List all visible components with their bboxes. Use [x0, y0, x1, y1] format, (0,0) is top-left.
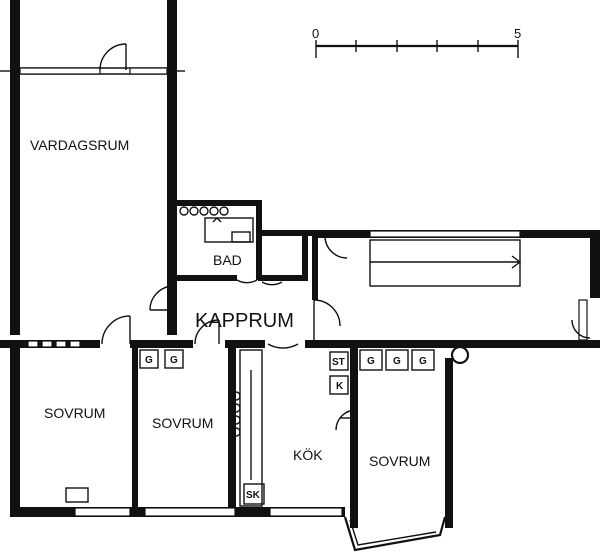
room-label-sovrum-3: SOVRUM — [369, 453, 430, 469]
walls — [0, 0, 600, 528]
fixture-kylskap: K — [336, 381, 344, 392]
doors — [99, 43, 591, 431]
scale-bar: 0 5 — [312, 26, 521, 58]
fixture-garderob-1: G — [145, 355, 153, 366]
room-label-vardagsrum: VARDAGSRUM — [30, 137, 129, 153]
long-room-bench — [369, 239, 522, 287]
room-label-bad: BAD — [213, 252, 242, 268]
scale-label-start: 0 — [312, 26, 319, 41]
radiator-vardagsrum — [27, 340, 81, 348]
fixture-garderob-3: G — [367, 356, 375, 367]
room-label-sovrum-2: SOVRUM — [152, 415, 213, 431]
fixture-garderob-4: G — [393, 356, 401, 367]
room-label-sovrum-1: SOVRUM — [44, 405, 105, 421]
fixture-symbols: G G ST K G G G SK — [139, 349, 435, 505]
misc-fixtures — [65, 345, 470, 552]
room-label-kok: KÖK — [293, 446, 323, 463]
bathroom-fixtures — [179, 206, 254, 243]
fixture-skafferi: SK — [246, 490, 261, 501]
room-label-kapprum: KAPPRUM — [195, 310, 294, 332]
fixture-stadskap: ST — [332, 357, 345, 368]
kitchen-counter — [231, 349, 263, 507]
fixture-garderob-5: G — [419, 356, 427, 367]
fixture-garderob-2: G — [170, 355, 178, 366]
scale-label-end: 5 — [514, 26, 521, 41]
